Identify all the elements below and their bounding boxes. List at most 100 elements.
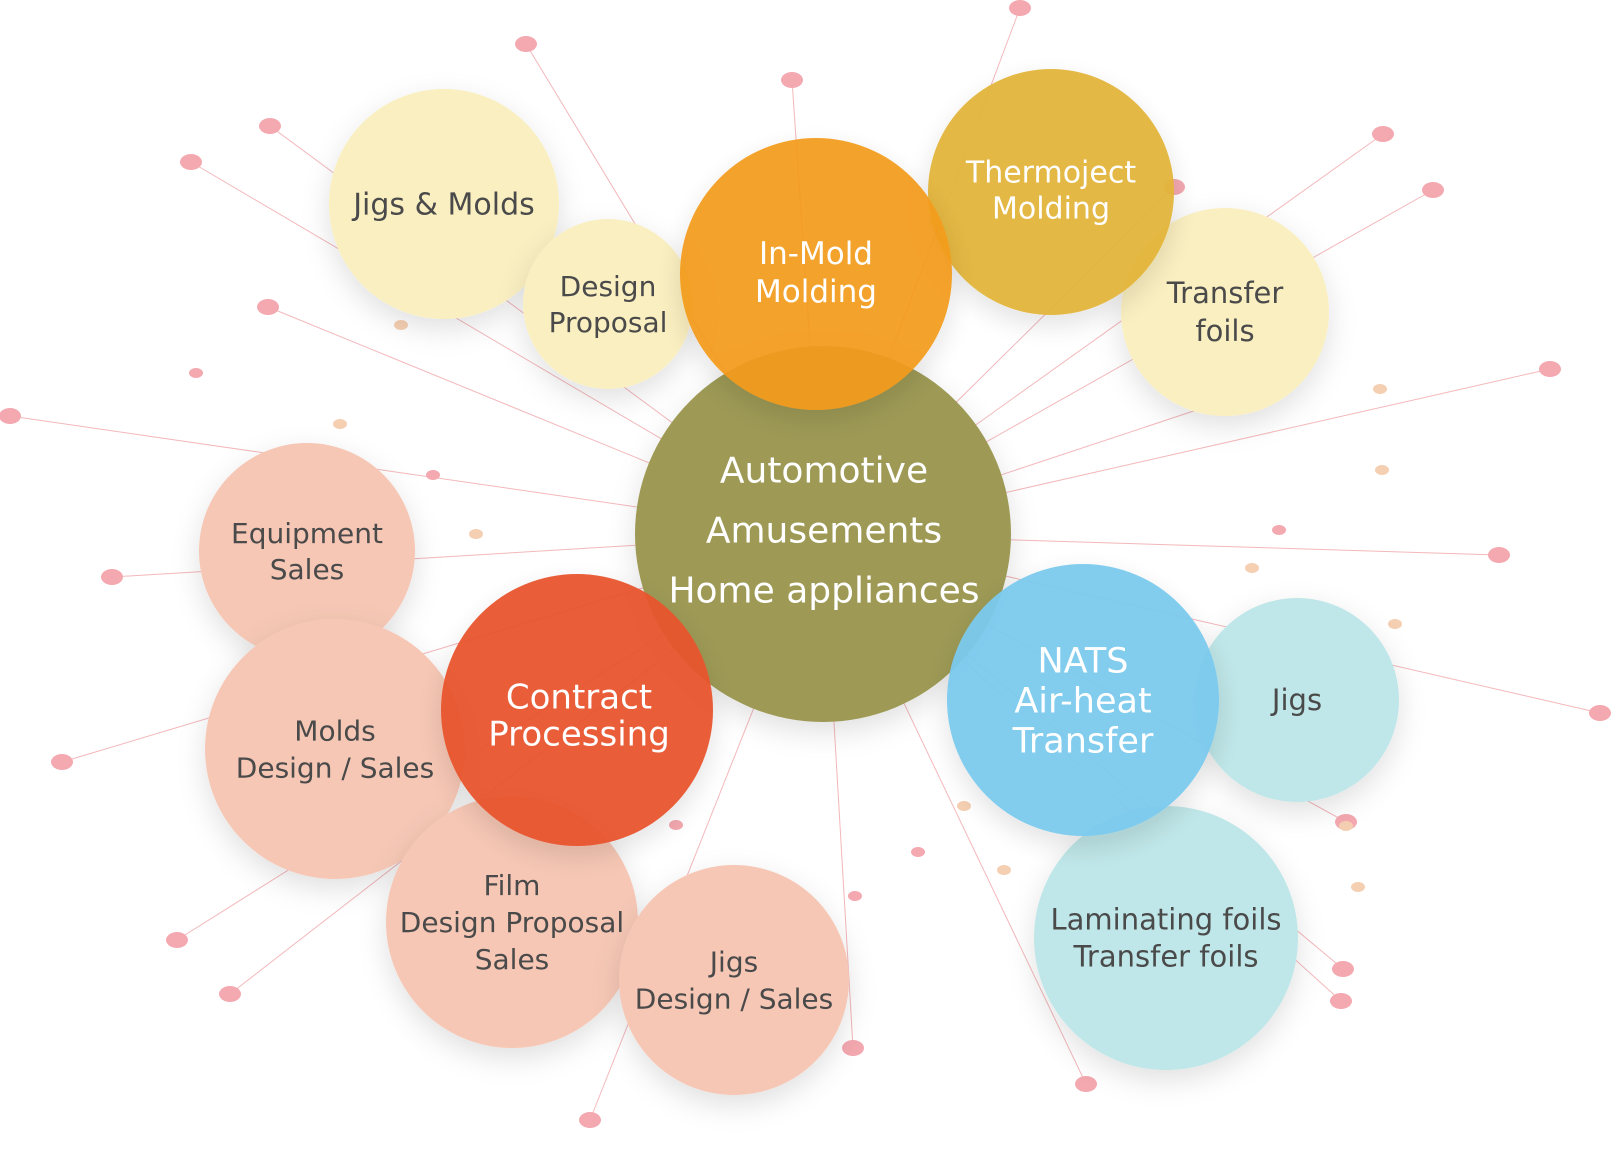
connector-end-dot	[579, 1112, 601, 1128]
connector-end-dot	[1332, 961, 1354, 977]
bubble-transfer-foils-circle	[1121, 208, 1329, 416]
bubble-film-circle	[386, 796, 638, 1048]
label-line: NATS	[1037, 641, 1128, 681]
label-jigs-and-molds: Jigs & Molds	[351, 188, 535, 223]
label-line: Transfer	[1166, 276, 1284, 310]
bubble-design-proposal-circle	[523, 219, 693, 389]
bubble-transfer-foils: Transfer foils	[1121, 208, 1329, 416]
connector-end-dot	[0, 408, 21, 424]
label-line: Sales	[475, 943, 550, 976]
label-line: Amusements	[706, 511, 942, 552]
bubble-nats-air-heat-transfer-circle	[947, 564, 1219, 836]
connector-end-dot	[1488, 547, 1510, 563]
bubble-contract-processing-circle	[441, 574, 713, 846]
connector-end-dot	[1422, 182, 1444, 198]
label-line: Molding	[992, 192, 1110, 227]
decorative-dot	[469, 529, 483, 539]
decorative-dot	[189, 368, 203, 378]
connector-end-dot	[51, 754, 73, 770]
label-line: Film	[484, 869, 541, 902]
connector-end-dot	[101, 569, 123, 585]
connector-end-dot	[166, 932, 188, 948]
label-transfer-foils: Transfer foils	[1166, 276, 1284, 348]
bubble-in-mold-molding-circle	[680, 138, 952, 410]
label-jigs: Jigs	[1270, 683, 1322, 717]
connector-end-dot	[515, 36, 537, 52]
decorative-dot	[1272, 525, 1286, 535]
label-line: Equipment	[231, 517, 383, 550]
bubble-jigs-circle	[1195, 598, 1399, 802]
decorative-dot	[848, 891, 862, 901]
label-line: Home appliances	[668, 571, 979, 612]
connector-end-dot	[180, 154, 202, 170]
bubble-jigs: Jigs	[1195, 598, 1399, 802]
bubble-molds-design-sales-circle	[205, 619, 465, 879]
label-line: Contract	[506, 677, 652, 717]
decorative-dot	[426, 470, 440, 480]
label-line: Processing	[488, 714, 670, 754]
label-line: Design	[560, 270, 657, 303]
decorative-dot	[394, 320, 408, 330]
bubble-center-circle	[635, 346, 1011, 722]
label-line: Transfer foils	[1072, 940, 1258, 974]
label-line: Molding	[755, 274, 877, 310]
decorative-dot	[1351, 882, 1365, 892]
label-line: Transfer	[1012, 721, 1154, 761]
label-line: Design / Sales	[635, 982, 833, 1015]
label-line: Design Proposal	[400, 906, 624, 939]
label-line: Automotive	[720, 451, 928, 492]
connector-end-dot	[781, 72, 803, 88]
bubble-laminating-foils-circle	[1034, 806, 1298, 1070]
bubble-jigs-and-molds-circle	[329, 89, 559, 319]
decorative-dot	[1388, 619, 1402, 629]
decorative-dot	[997, 865, 1011, 875]
label-line: Jigs	[1270, 683, 1322, 717]
label-line: Jigs & Molds	[351, 188, 535, 223]
decorative-dot	[957, 801, 971, 811]
label-line: Design / Sales	[236, 751, 434, 784]
connector-end-dot	[259, 118, 281, 134]
label-line: foils	[1195, 314, 1254, 348]
connector-end-dot	[1075, 1076, 1097, 1092]
label-line: In-Mold	[759, 236, 873, 272]
connector-end-dot	[1589, 705, 1611, 721]
connector-end-dot	[1330, 993, 1352, 1009]
decorative-dot	[333, 419, 347, 429]
label-line: Jigs	[708, 945, 758, 978]
label-line: Sales	[270, 553, 345, 586]
connector-end-dot	[1539, 361, 1561, 377]
decorative-dot	[1373, 384, 1387, 394]
label-line: Laminating foils	[1051, 903, 1282, 937]
decorative-dot	[1245, 563, 1259, 573]
decorative-dot	[911, 847, 925, 857]
label-line: Air-heat	[1014, 681, 1151, 721]
connector-end-dot	[1372, 126, 1394, 142]
label-line: Thermoject	[965, 156, 1136, 191]
bubble-jigs-design-sales-circle	[619, 865, 849, 1095]
bubble-thermoject-molding-circle	[928, 69, 1174, 315]
bubble-jigs-and-molds: Jigs & Molds	[329, 89, 559, 319]
decorative-dot	[669, 820, 683, 830]
decorative-dot	[1339, 821, 1353, 831]
label-line: Molds	[294, 714, 375, 747]
